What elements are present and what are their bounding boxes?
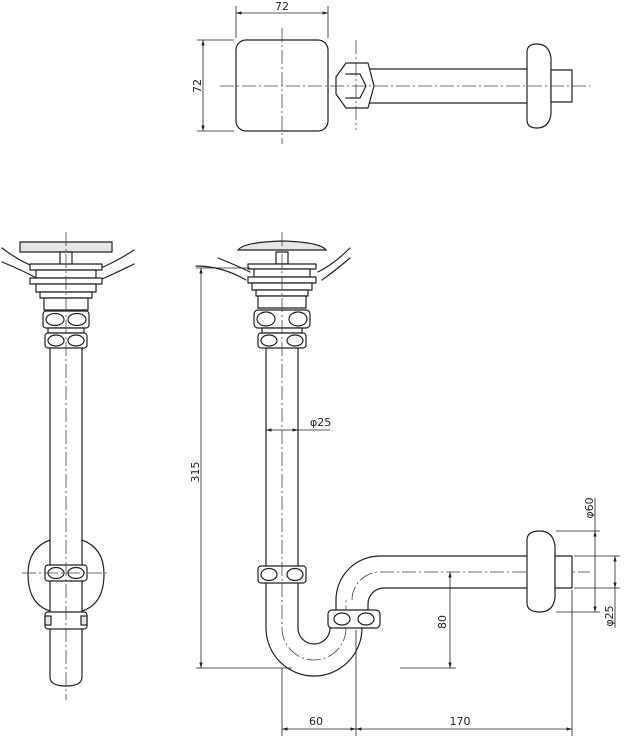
top-view-hex-nut: [335, 62, 375, 109]
side-view-cap: [19, 241, 113, 253]
dimension-pipe-diameter: φ25: [310, 416, 331, 429]
dimension-top-height: 72: [191, 79, 204, 93]
front-view-u-bend: [265, 627, 363, 677]
front-view-wall-flange: [526, 530, 556, 613]
dimension-total-height: 315: [189, 462, 202, 483]
front-view: [195, 232, 590, 677]
side-view: [1, 232, 135, 700]
dimension-trap-offset: 60: [309, 715, 323, 728]
dimensions: 315 φ25 80 φ60 φ25 60 170: [189, 267, 620, 736]
dimension-top-width: 72: [275, 0, 289, 13]
dimension-outlet-diameter: φ25: [603, 605, 616, 626]
dimension-flange-diameter: φ60: [583, 497, 596, 518]
dimension-trap-height: 80: [436, 615, 449, 629]
top-view: 72 72: [191, 0, 590, 144]
front-view-bend-nut: [327, 609, 381, 629]
dimension-outlet-length: 170: [450, 715, 471, 728]
